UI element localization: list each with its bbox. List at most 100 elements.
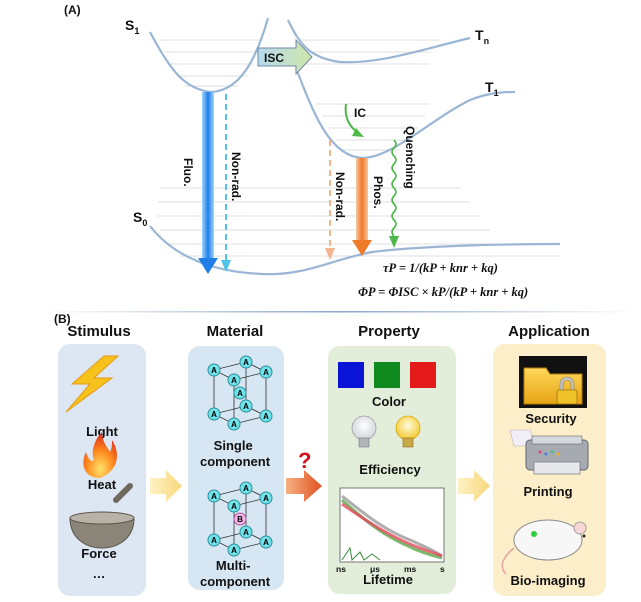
material-title: Material	[207, 323, 264, 340]
node-a: A	[233, 386, 247, 400]
nonrad-right-label: Non-rad.	[333, 172, 347, 221]
bulb-off-icon	[351, 415, 377, 448]
node-a: A	[259, 535, 273, 549]
svg-text:A: A	[211, 410, 217, 419]
material-panel	[188, 346, 284, 590]
nonrad-right-arrow: Non-rad.	[325, 140, 347, 260]
node-a: A	[227, 373, 241, 387]
ic-label: IC	[354, 106, 366, 120]
node-a: A	[227, 499, 241, 513]
state-labels: S1 S0 Tn T1	[125, 17, 499, 228]
nonrad-left-label: Non-rad.	[229, 152, 243, 201]
s0-label: S0	[133, 209, 147, 228]
svg-text:A: A	[231, 502, 237, 511]
decay-plot	[339, 487, 445, 563]
fluo-label: Fluo.	[181, 158, 195, 187]
color-swatch-red	[410, 362, 436, 388]
node-a: A	[259, 491, 273, 505]
phos-arrow: Phos.	[352, 158, 385, 256]
property-efficiency: Efficiency	[359, 462, 421, 477]
stimulus-more: …	[93, 566, 106, 581]
svg-text:A: A	[211, 536, 217, 545]
property-color: Color	[372, 394, 406, 409]
node-a: A	[207, 363, 221, 377]
svg-text:A: A	[211, 366, 217, 375]
flow-arrow-3	[458, 470, 490, 502]
phos-label: Phos.	[371, 176, 385, 209]
panel-b-label: (B)	[54, 312, 71, 326]
mortar-icon	[69, 483, 135, 549]
quenching-label: Quenching	[403, 126, 417, 189]
flow-arrow-1	[150, 470, 182, 502]
tick-ms: ms	[404, 564, 417, 574]
t1-label: T1	[485, 79, 499, 98]
node-a: A	[259, 365, 273, 379]
lifetime-equation: τP = 1/(kP + knr + kq)	[383, 261, 498, 275]
node-b: B	[233, 512, 247, 526]
node-a: A	[239, 525, 253, 539]
single-component-nodes: A A A A A A A A A	[207, 355, 273, 431]
node-a: A	[227, 417, 241, 431]
panel-a-label: (A)	[64, 3, 81, 17]
svg-text:B: B	[237, 515, 243, 524]
svg-text:A: A	[263, 538, 269, 547]
equations: τP = 1/(kP + knr + kq) ΦP = ΦISC × kP/(k…	[358, 261, 528, 299]
quenching-arrow: Quenching	[389, 126, 417, 248]
s0-curve	[149, 225, 561, 276]
s1-curve	[149, 17, 270, 94]
ic-arrow: IC	[344, 103, 366, 137]
property-title: Property	[358, 323, 420, 340]
panel-separator	[40, 311, 640, 313]
application-printing: Printing	[523, 484, 572, 499]
stimulus-light: Light	[86, 424, 118, 439]
node-a: A	[207, 533, 221, 547]
tick-us: μs	[370, 564, 380, 574]
fluo-arrow: Fluo.	[181, 92, 218, 274]
node-a: A	[239, 399, 253, 413]
flow-arrow-2	[286, 470, 322, 502]
svg-text:A: A	[231, 546, 237, 555]
svg-text:A: A	[231, 420, 237, 429]
stimulus-title: Stimulus	[67, 323, 130, 340]
tick-s: s	[440, 564, 445, 574]
secure-folder-icon	[519, 356, 587, 408]
node-a: A	[207, 489, 221, 503]
decay-ticks: ns μs ms s	[336, 564, 445, 574]
node-a: A	[227, 543, 241, 557]
svg-text:A: A	[237, 389, 243, 398]
svg-text:A: A	[243, 484, 249, 493]
tick-ns: ns	[336, 564, 346, 574]
bulb-on-icon	[395, 415, 421, 448]
tn-curve	[287, 19, 471, 64]
question-mark: ?	[298, 448, 311, 473]
stimulus-force: Force	[81, 546, 116, 561]
svg-text:A: A	[243, 402, 249, 411]
tn-label: Tn	[475, 27, 489, 46]
printer-icon	[509, 429, 589, 475]
svg-text:A: A	[263, 494, 269, 503]
svg-text:A: A	[231, 376, 237, 385]
node-a: A	[259, 409, 273, 423]
node-a: A	[239, 355, 253, 369]
vibrational-levels	[157, 39, 560, 257]
stimulus-heat: Heat	[88, 477, 117, 492]
property-lifetime: Lifetime	[363, 572, 413, 587]
svg-text:A: A	[211, 492, 217, 501]
application-bioimaging: Bio-imaging	[510, 573, 585, 588]
color-swatch-blue	[338, 362, 364, 388]
color-swatch-green	[374, 362, 400, 388]
svg-text:A: A	[243, 358, 249, 367]
svg-text:A: A	[263, 412, 269, 421]
node-a: A	[207, 407, 221, 421]
multi-component-nodes: A A A A B A A A A	[207, 481, 273, 557]
svg-text:A: A	[263, 368, 269, 377]
isc-arrow: ISC	[257, 38, 313, 76]
application-title: Application	[508, 323, 590, 340]
node-a: A	[239, 481, 253, 495]
mouse-icon	[501, 519, 587, 575]
nonrad-left-arrow: Non-rad.	[221, 94, 243, 272]
multi-component-label: Multi- component	[200, 558, 271, 589]
fire-icon	[83, 432, 117, 478]
application-security: Security	[525, 411, 577, 426]
